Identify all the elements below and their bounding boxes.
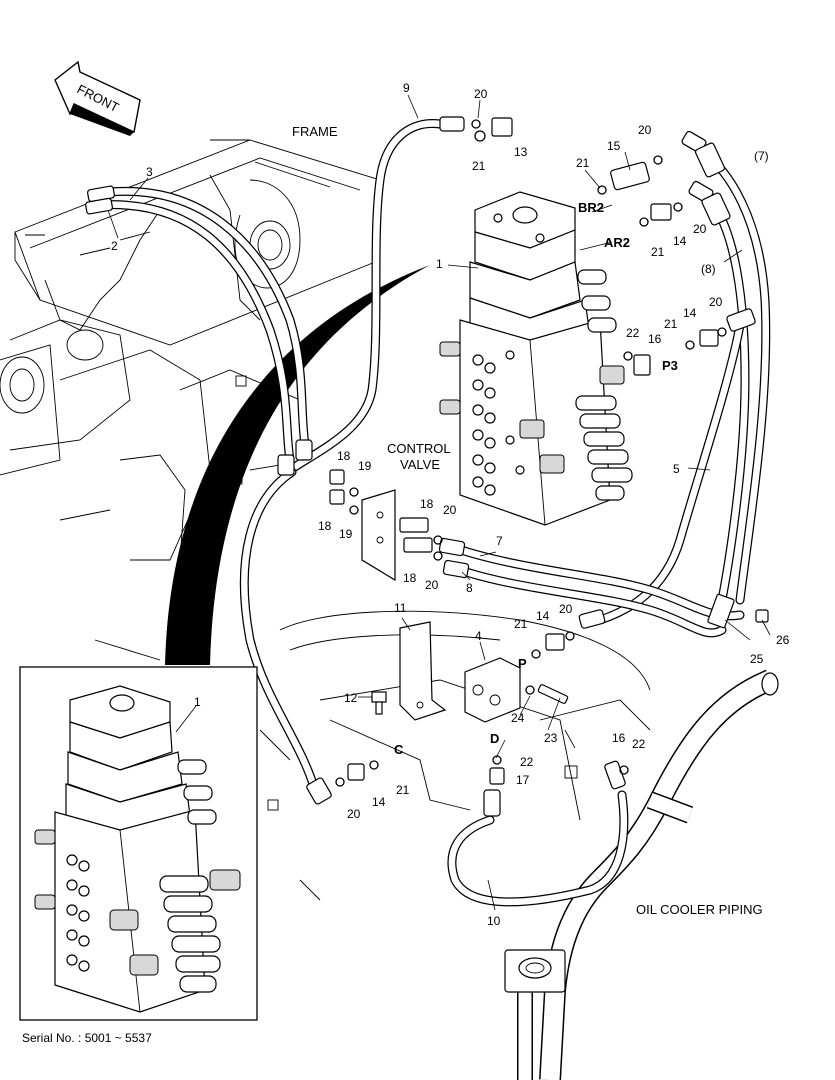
front-direction-arrow: FRONT bbox=[54, 60, 141, 136]
leader-lines bbox=[107, 94, 771, 911]
callout-19-b: 19 bbox=[339, 527, 353, 541]
callout-20-f: 20 bbox=[425, 578, 439, 592]
callout-9: 9 bbox=[403, 81, 410, 95]
callout-7: 7 bbox=[496, 534, 503, 548]
callout-18-a: 18 bbox=[337, 449, 351, 463]
callout-21-b: 21 bbox=[576, 156, 590, 170]
inset-panel bbox=[19, 666, 258, 1021]
callout-21-a: 21 bbox=[472, 159, 486, 173]
port-label-p3: P3 bbox=[662, 358, 678, 373]
lower-structure bbox=[259, 610, 651, 901]
callout-21-d: 21 bbox=[664, 317, 678, 331]
port-label-p: P bbox=[518, 656, 527, 671]
callout-25: 25 bbox=[750, 652, 764, 666]
callout-16-a: 16 bbox=[648, 332, 662, 346]
callout-23: 23 bbox=[544, 731, 558, 745]
valve-ports bbox=[472, 350, 525, 496]
callout-7-paren: (7) bbox=[754, 149, 769, 163]
callout-14-d: 14 bbox=[372, 795, 386, 809]
callout-26: 26 bbox=[776, 633, 790, 647]
control-valve bbox=[439, 191, 633, 526]
callout-10: 10 bbox=[487, 914, 501, 928]
callout-20-h: 20 bbox=[347, 807, 361, 821]
callout-14-b: 14 bbox=[683, 306, 697, 320]
callout-19-a: 19 bbox=[358, 459, 372, 473]
callout-11: 11 bbox=[394, 601, 407, 615]
callout-18-d: 18 bbox=[403, 571, 417, 585]
callout-8-paren: (8) bbox=[701, 262, 716, 276]
callout-21-e: 21 bbox=[514, 617, 528, 631]
callout-15: 15 bbox=[607, 139, 621, 153]
callout-21-f: 21 bbox=[396, 783, 410, 797]
callout-21-c: 21 bbox=[651, 245, 665, 259]
hoses bbox=[95, 119, 771, 907]
callout-1: 1 bbox=[436, 257, 443, 271]
port-label-ar2: AR2 bbox=[604, 235, 630, 250]
callout-20-a: 20 bbox=[474, 87, 488, 101]
callout-24: 24 bbox=[511, 711, 525, 725]
callout-3: 3 bbox=[146, 165, 153, 179]
callout-20-b: 20 bbox=[638, 123, 652, 137]
callout-22-c: 22 bbox=[632, 737, 646, 751]
control-valve-label-line2: VALVE bbox=[400, 457, 440, 472]
callout-4: 4 bbox=[475, 629, 482, 643]
callout-17: 17 bbox=[516, 773, 530, 787]
callout-18-b: 18 bbox=[318, 519, 332, 533]
callout-8: 8 bbox=[466, 581, 473, 595]
control-valve-label-line1: CONTROL bbox=[387, 441, 451, 456]
serial-number-footer: Serial No. : 5001 ~ 5537 bbox=[22, 1031, 152, 1045]
spool-caps bbox=[439, 269, 633, 501]
callout-14-c: 14 bbox=[536, 609, 550, 623]
port-label-d: D bbox=[490, 731, 499, 746]
callouts: 1 2 3 4 5 (7) (8) 7 8 9 10 11 12 13 14 1… bbox=[111, 81, 790, 928]
callout-5: 5 bbox=[673, 462, 680, 476]
callout-14-a: 14 bbox=[673, 234, 687, 248]
callout-22-b: 22 bbox=[520, 755, 534, 769]
oil-cooler-piping-label: OIL COOLER PIPING bbox=[636, 902, 763, 917]
callout-22-a: 22 bbox=[626, 326, 640, 340]
port-label-c: C bbox=[394, 742, 404, 757]
callout-12: 12 bbox=[344, 691, 358, 705]
callout-18-c: 18 bbox=[420, 497, 434, 511]
callout-20-d: 20 bbox=[709, 295, 723, 309]
frame-label: FRAME bbox=[292, 124, 338, 139]
fitting-parts bbox=[329, 117, 769, 787]
callout-20-c: 20 bbox=[693, 222, 707, 236]
callout-13: 13 bbox=[514, 145, 528, 159]
port-label-br2: BR2 bbox=[578, 200, 604, 215]
inset-callout-1: 1 bbox=[194, 695, 201, 709]
callout-16-b: 16 bbox=[612, 731, 626, 745]
callout-20-e: 20 bbox=[443, 503, 457, 517]
callout-2: 2 bbox=[111, 239, 118, 253]
hose-fittings bbox=[85, 116, 756, 817]
callout-20-g: 20 bbox=[559, 602, 573, 616]
